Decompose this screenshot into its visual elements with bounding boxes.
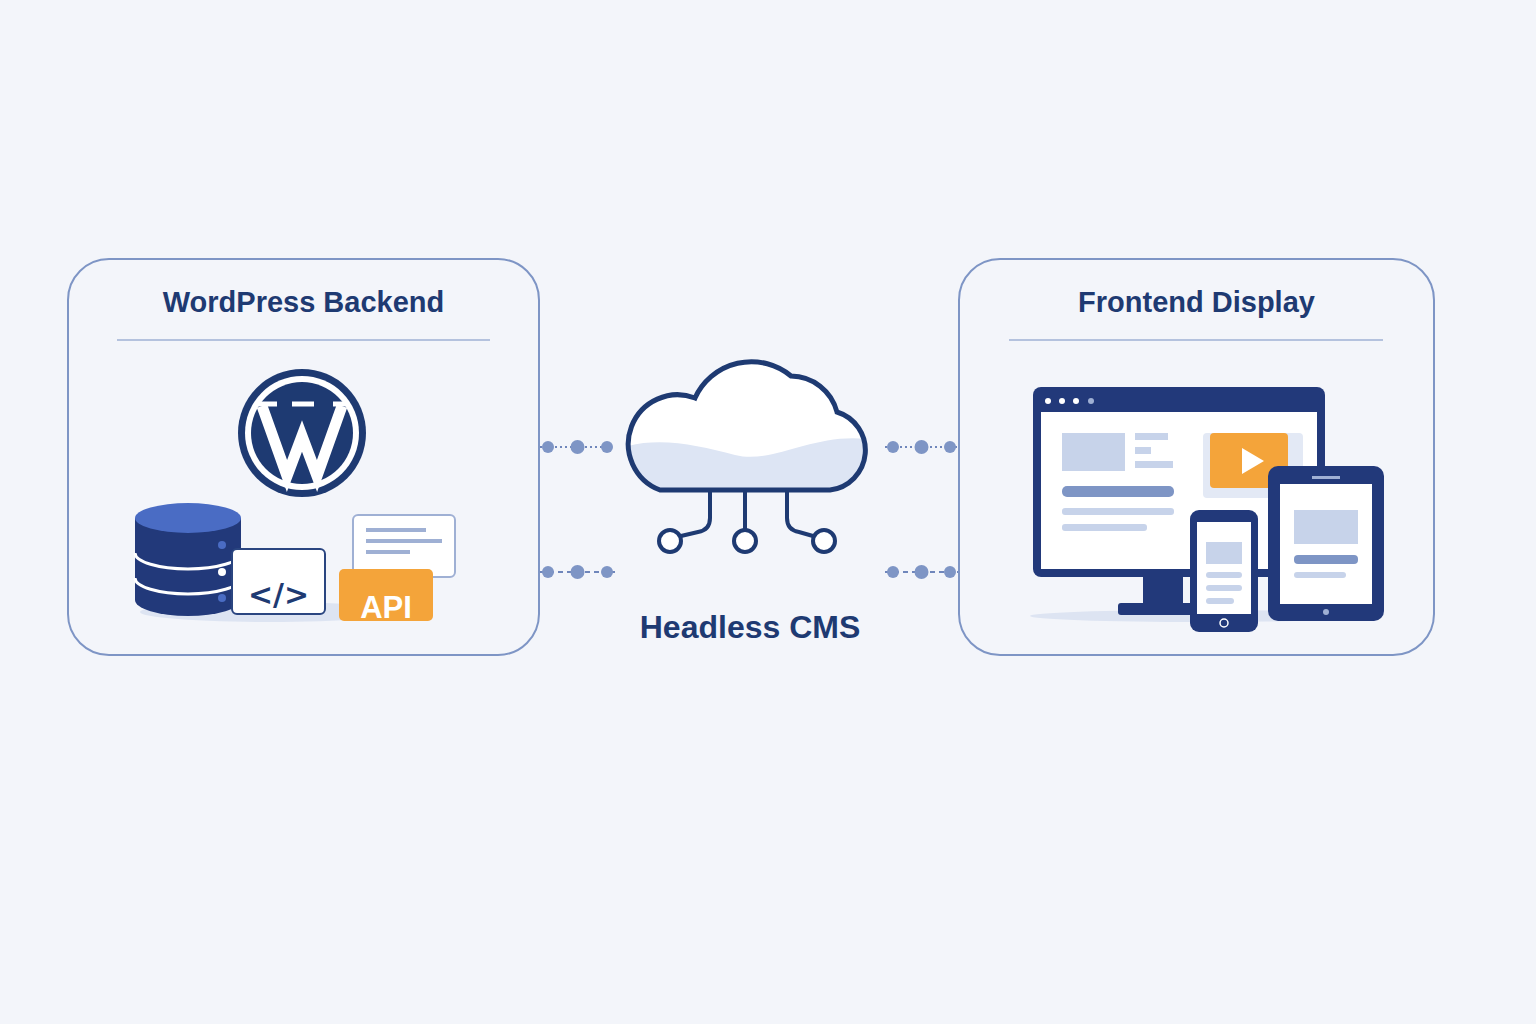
code-box: </>: [231, 548, 326, 615]
frontend-panel: Frontend Display: [958, 258, 1435, 656]
panel-title: WordPress Backend: [69, 286, 538, 319]
cloud-node: Headless CMS: [615, 350, 885, 650]
backend-panel: WordPress Backend </> API: [67, 258, 540, 656]
dotted-connector: [885, 565, 958, 579]
panel-title: Frontend Display: [960, 286, 1433, 319]
document-card: [353, 515, 455, 577]
badge-text: API: [360, 590, 412, 626]
dotted-connector: [885, 440, 958, 454]
cloud-shape: [615, 350, 885, 650]
dotted-connector: [540, 565, 615, 579]
divider: [1009, 339, 1383, 341]
devices-illustration: [1030, 387, 1384, 632]
api-badge: API: [339, 569, 433, 621]
wordpress-logo: [238, 369, 366, 497]
divider: [117, 339, 490, 341]
dotted-connector: [540, 440, 615, 454]
node-label: Headless CMS: [640, 609, 861, 650]
badge-text: </>: [248, 577, 309, 612]
